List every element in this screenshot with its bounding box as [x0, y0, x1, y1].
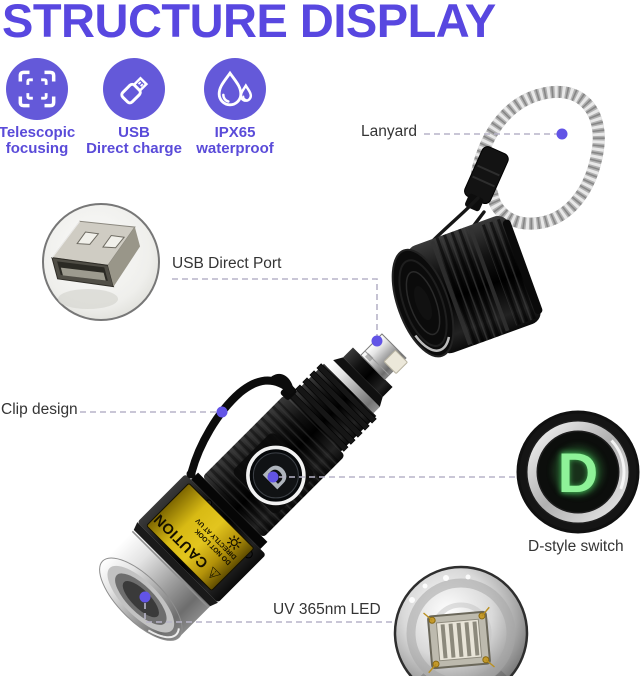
collar-ring: [326, 360, 380, 414]
water-drop-icon: [217, 70, 253, 107]
switch-detail-letter: D: [558, 441, 598, 504]
usb-port-line: [172, 278, 378, 336]
led-dot: [139, 591, 151, 603]
usb-stick-icon: [120, 76, 149, 105]
callout-switch: D-style switch: [528, 538, 624, 555]
usb-port-detail: [42, 203, 160, 321]
callout-lines: [80, 133, 557, 623]
feature-telescopic-focusing: Telescopic focusing: [0, 58, 99, 157]
callout-lanyard: Lanyard: [361, 123, 418, 140]
tail-cap: [391, 215, 543, 358]
focus-frame-icon: [18, 70, 56, 108]
led-detail: [393, 565, 529, 676]
lanyard-cord: [471, 85, 605, 230]
feature-label: waterproof: [196, 140, 274, 157]
feature-label: IPX65: [214, 124, 256, 141]
feature-label: Telescopic: [0, 124, 76, 141]
head-step: [133, 522, 218, 607]
lanyard-dot: [556, 128, 568, 140]
callout-dots: [139, 128, 568, 603]
pocket-clip: [186, 373, 297, 479]
usb-connector-photo: [51, 220, 141, 288]
feature-label: Direct charge: [86, 140, 182, 157]
callout-usb-port: USB Direct Port: [172, 255, 282, 272]
svg-text:D: D: [557, 441, 599, 506]
switch-detail: D D: [516, 410, 640, 534]
feature-ipx65-waterproof: IPX65 waterproof: [173, 58, 297, 157]
feature-label: focusing: [5, 140, 69, 157]
usb-port-dot: [371, 335, 383, 347]
uv-radiation-icon: [227, 535, 242, 550]
led-die: [423, 606, 495, 674]
switch-dot: [267, 471, 279, 483]
usb-plug: [360, 333, 408, 380]
callout-clip: Clip design: [1, 401, 78, 418]
page-title: STRUCTURE DISPLAY: [2, 0, 496, 47]
clip-dot: [216, 406, 228, 418]
feature-usb-direct-charge: USB Direct charge: [72, 58, 196, 157]
feature-label: USB: [118, 124, 150, 141]
callout-led: UV 365nm LED: [273, 601, 381, 618]
